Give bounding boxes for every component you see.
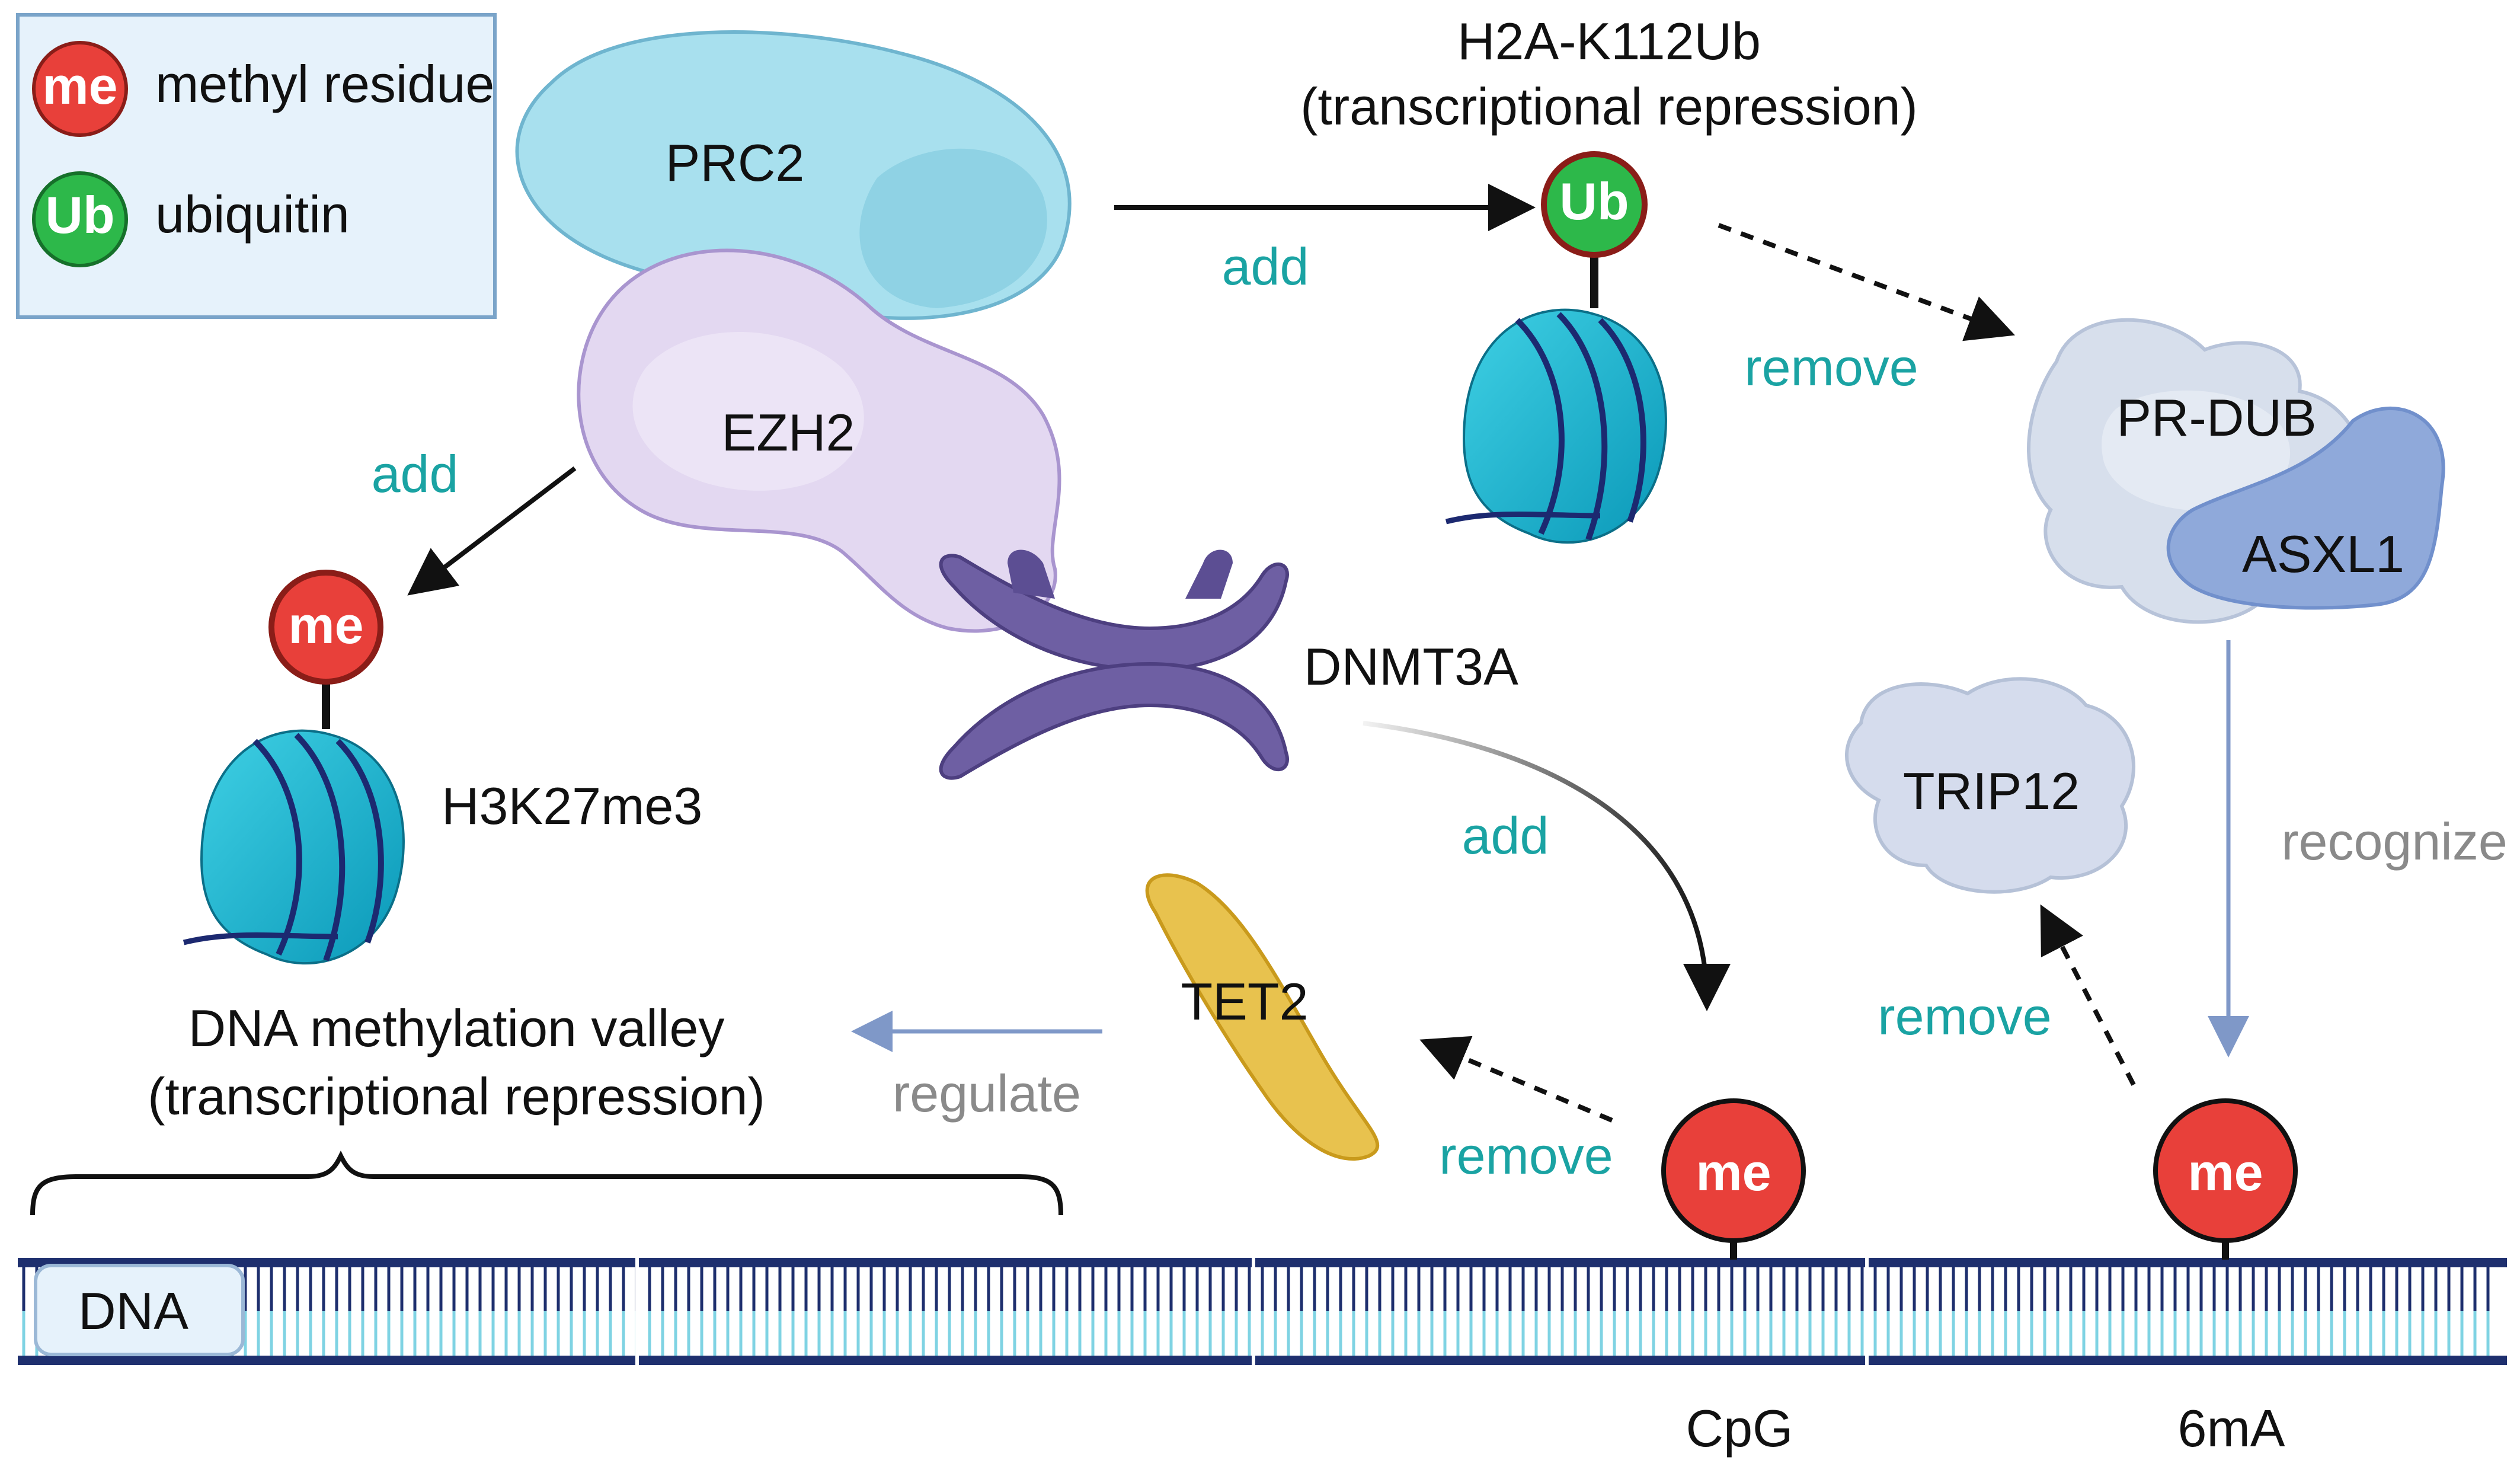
cpg-me-badge-icon [1661, 1098, 1806, 1243]
dnmt3a-protein: DNMT3A [939, 549, 1518, 780]
nucleosome-h3-icon [183, 729, 405, 965]
tet2-label: TET2 [1181, 972, 1308, 1031]
tet2-blob [1145, 873, 1380, 1161]
legend-methyl-label: methyl residue [155, 55, 494, 113]
h3-me-badge-icon [268, 570, 383, 685]
nucleosome-ub-icon [1445, 308, 1667, 544]
ezh2-label: EZH2 [722, 403, 855, 462]
cpg-me-badge-text: me [1696, 1143, 1771, 1202]
valley-line1: DNA methylation valley [188, 999, 725, 1057]
dna-bottom-backbone [18, 1356, 2507, 1365]
legend-item-ubiquitin: Ub ubiquitin [32, 171, 350, 267]
valley-line2: (transcriptional repression) [148, 1067, 765, 1126]
legend-item-methyl: me methyl residue [32, 41, 494, 137]
dna-top-backbone [18, 1258, 2507, 1267]
arrow-6ma-to-trip12 [2040, 904, 2136, 1086]
arrow-ezh2-to-h3 [407, 466, 577, 596]
h3k27me3-label: H3K27me3 [442, 777, 702, 835]
methylation-valley: DNA methylation valley (transcriptional … [30, 999, 1063, 1216]
label-add-ub: add [1222, 237, 1309, 296]
arrows [407, 184, 2249, 1123]
label-remove-trip12: remove [1878, 987, 2051, 1046]
h3-me-badge-text: me [288, 596, 363, 654]
trip12-blob [1845, 677, 2135, 894]
h2a-title: H2A-K112Ub [1457, 12, 1761, 71]
dna-label-box [34, 1264, 245, 1356]
dnmt3a-label: DNMT3A [1304, 637, 1518, 696]
arrow-dnmt3a-to-cpg [1363, 721, 1731, 1011]
label-remove-tet2: remove [1439, 1126, 1613, 1185]
label-add-cpg: add [1462, 806, 1549, 865]
h2a-subtitle: (transcriptional repression) [1300, 77, 1918, 136]
dnmt3a-bottom-arc [939, 662, 1289, 780]
prc2-complex: PRC2 [515, 30, 1072, 320]
dna-rungs [22, 1267, 2490, 1356]
legend-methyl-badge-text: me [42, 56, 117, 115]
arrow-cpg-to-tet2 [1419, 1036, 1613, 1123]
ub-badge-icon [1541, 151, 1648, 258]
sixma-label: 6mA [2178, 1399, 2285, 1458]
prc2-shade [859, 148, 1047, 308]
pr-dub-label: PR-DUB [2116, 388, 2316, 447]
asxl1-label: ASXL1 [2242, 525, 2404, 583]
trip12-label: TRIP12 [1903, 762, 2080, 820]
pr-dub-highlight [2102, 390, 2291, 511]
prc2-label: PRC2 [666, 133, 805, 192]
dnmt3a-top-nub-right [1185, 549, 1233, 599]
legend: me methyl residue Ub ubiquitin [16, 13, 497, 319]
dnmt3a-top-nub-left [1008, 549, 1055, 599]
ezh2-shade [632, 332, 864, 491]
dna-label: DNA [78, 1282, 188, 1340]
sixma-me-badge-text: me [2188, 1143, 2263, 1202]
cpg-site: me CpG [1661, 1098, 1806, 1458]
pr-dub-complex: PR-DUB ASXL1 [2027, 318, 2445, 624]
label-regulate: regulate [893, 1064, 1081, 1123]
sixma-me-badge-icon [2153, 1098, 2298, 1243]
ubiquitin-badge-icon [32, 171, 128, 267]
h3k27me3-group: me H3K27me3 [183, 570, 702, 965]
arrow-ub-to-prdub [1718, 223, 2016, 341]
legend-ubiquitin-label: ubiquitin [155, 185, 350, 244]
label-add-h3: add [372, 445, 459, 503]
methyl-badge-icon [32, 41, 128, 137]
ezh2-protein: EZH2 [577, 248, 1061, 633]
tet2-protein: TET2 [1145, 873, 1380, 1161]
trip12-protein: TRIP12 [1845, 677, 2135, 894]
valley-brace-icon [30, 1151, 1063, 1216]
action-labels: add add add remove remove remove recogni… [372, 237, 2508, 1185]
dna-strand: DNA [18, 1254, 2507, 1369]
ub-badge-text: Ub [1559, 172, 1629, 231]
asxl1-blob [2166, 406, 2445, 610]
h2a-k112ub-group: H2A-K112Ub (transcriptional repression) … [1300, 12, 1918, 544]
label-recognize: recognize [2281, 812, 2508, 871]
legend-ubiquitin-badge-text: Ub [45, 186, 114, 244]
cpg-label: CpG [1686, 1399, 1793, 1458]
sixma-site: me 6mA [2153, 1098, 2298, 1458]
label-remove-ub: remove [1744, 338, 1918, 397]
